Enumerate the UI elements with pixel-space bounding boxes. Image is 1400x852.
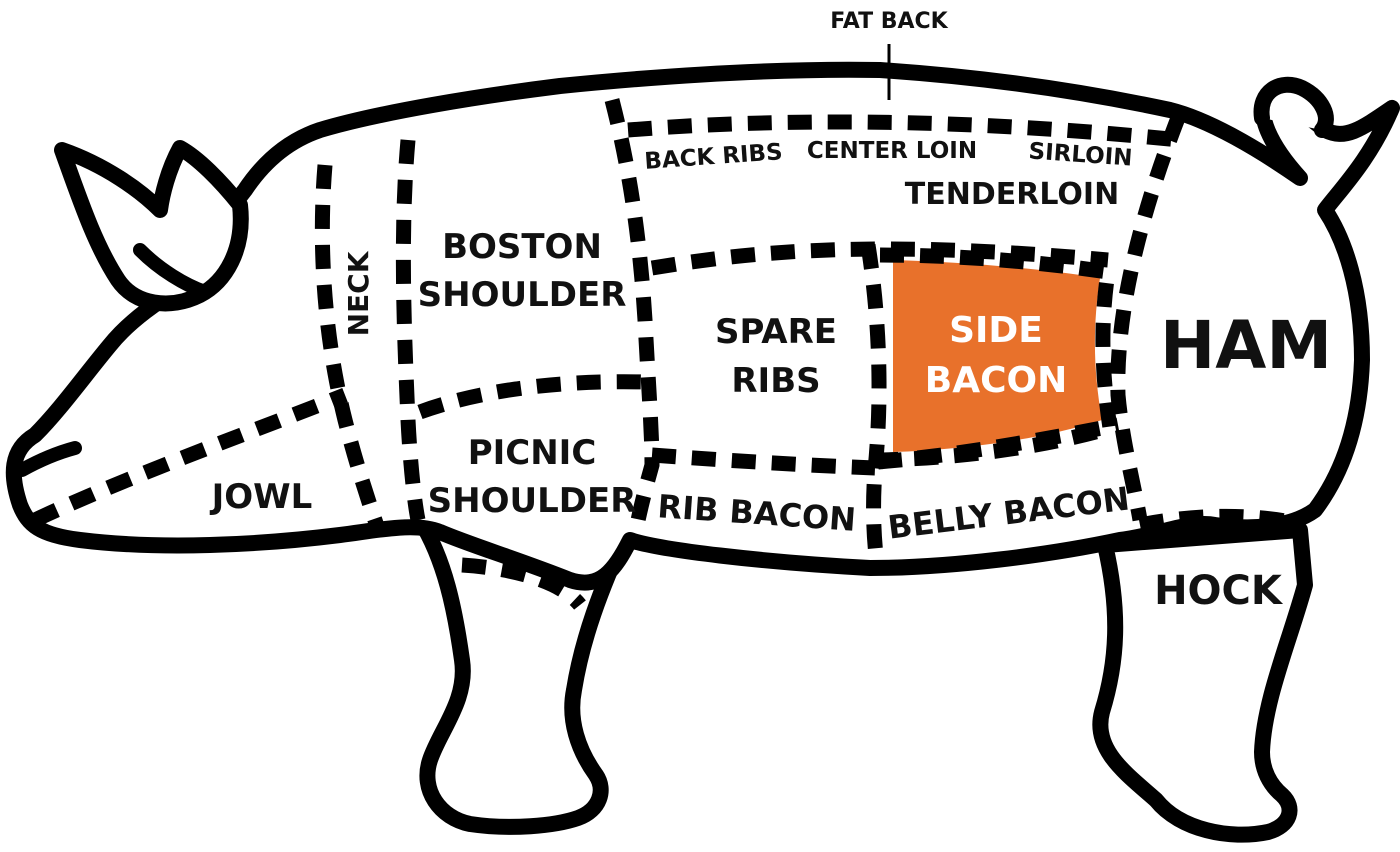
cut-lines bbox=[31, 98, 1307, 611]
label-boston-shoulder-line1: BOSTON bbox=[442, 227, 602, 267]
cut-labels: FAT BACK BACK RIBS CENTER LOIN SIRLOIN T… bbox=[210, 9, 1332, 614]
cut-ham-front bbox=[1110, 115, 1185, 522]
cut-hock bbox=[1138, 508, 1307, 533]
cut-front-leg bbox=[461, 557, 586, 611]
label-boston-shoulder-line2: SHOULDER bbox=[418, 275, 627, 315]
label-tenderloin: TENDERLOIN bbox=[905, 177, 1119, 212]
side-bacon-region[interactable] bbox=[893, 260, 1102, 452]
label-picnic-shoulder-line2: SHOULDER bbox=[428, 481, 637, 521]
cut-spare-ribs-right bbox=[860, 243, 887, 572]
label-hock: HOCK bbox=[1154, 568, 1284, 614]
label-fat-back: FAT BACK bbox=[830, 9, 948, 34]
front-leg-outline bbox=[412, 512, 636, 835]
label-picnic-shoulder-line1: PICNIC bbox=[468, 433, 597, 473]
cut-jowl bbox=[31, 388, 348, 527]
label-spare-ribs-line2: RIBS bbox=[731, 361, 820, 401]
label-side-bacon-line2: BACON bbox=[925, 360, 1067, 401]
hind-leg-outline bbox=[1092, 522, 1313, 843]
label-neck: NECK bbox=[342, 250, 375, 336]
cut-shoulder-back bbox=[604, 98, 660, 532]
label-jowl: JOWL bbox=[210, 477, 313, 517]
snout-line bbox=[15, 441, 82, 477]
cut-neck-right bbox=[395, 139, 426, 522]
cut-loin-top bbox=[627, 114, 1181, 148]
ear-outline bbox=[54, 140, 249, 312]
label-spare-ribs-line1: SPARE bbox=[715, 312, 837, 352]
label-ham: HAM bbox=[1160, 307, 1332, 384]
tail-outline bbox=[1253, 76, 1334, 138]
label-side-bacon-line1: SIDE bbox=[949, 310, 1043, 351]
label-center-loin: CENTER LOIN bbox=[807, 138, 977, 164]
cut-neck-left bbox=[314, 164, 388, 538]
cut-loin-bottom bbox=[650, 241, 1109, 276]
ear-curl bbox=[133, 243, 212, 299]
